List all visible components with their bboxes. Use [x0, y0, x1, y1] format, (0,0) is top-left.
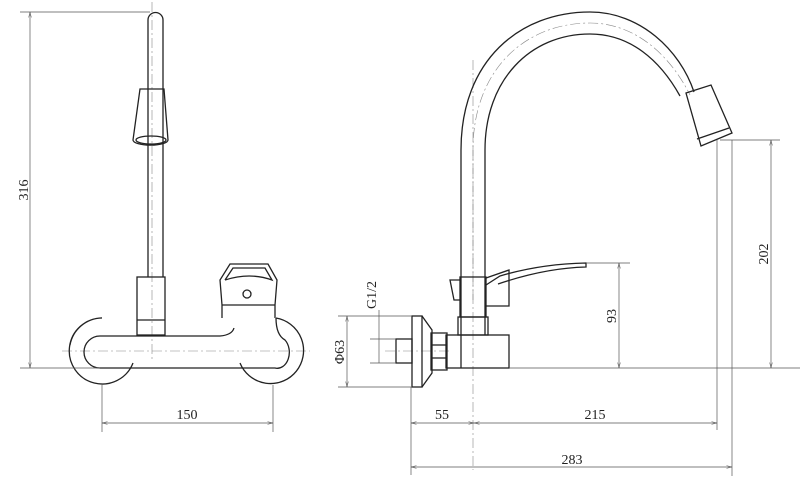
- dim-283: 283: [562, 453, 583, 468]
- dim-phi63: Φ63: [333, 340, 348, 364]
- nut: [430, 332, 448, 371]
- spout-outer: [460, 11, 695, 368]
- left-flange: [68, 317, 134, 385]
- spout-inner: [484, 33, 681, 335]
- body-block: [445, 334, 510, 369]
- wall-flange: [411, 315, 423, 388]
- dim-316: 316: [17, 180, 32, 201]
- dim-93: 93: [605, 309, 620, 323]
- spout-collar: [136, 276, 166, 336]
- cartridge: [449, 269, 510, 307]
- side-view: G1/2 Φ63 93 202 55 215 283: [333, 11, 800, 476]
- handle: [219, 263, 278, 318]
- nozzle: [132, 88, 169, 146]
- spout-nozzle: [685, 84, 733, 147]
- dim-202: 202: [757, 244, 772, 265]
- front-view: 316 150: [17, 2, 310, 432]
- inlet-pipe: [395, 338, 413, 364]
- dim-g1-2: G1/2: [365, 281, 380, 309]
- lever: [485, 262, 587, 286]
- dim-55: 55: [435, 408, 449, 423]
- right-flange: [239, 317, 305, 385]
- dim-215: 215: [585, 408, 606, 423]
- body: [83, 317, 290, 369]
- spout-tube: [147, 11, 164, 277]
- dim-150: 150: [177, 408, 198, 423]
